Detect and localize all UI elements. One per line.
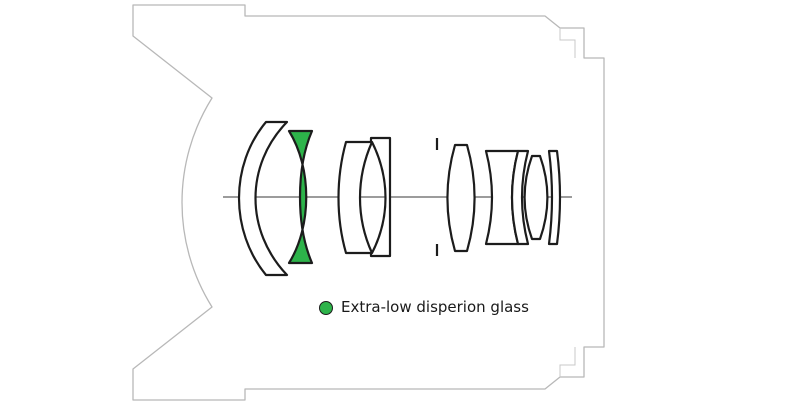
ed-glass-swatch	[319, 300, 333, 315]
legend: Extra-low disperion glass	[319, 300, 529, 315]
legend-label: Extra-low disperion glass	[341, 298, 529, 316]
barrel-inner-step-bottom	[559, 347, 576, 377]
barrel-inner-step-top	[559, 28, 576, 58]
lens-barrel-outline	[132, 4, 605, 401]
lens-element-4-meniscus	[369, 136, 392, 258]
lens-element-9-rear-lens	[547, 149, 562, 246]
lens-element-1-meniscus	[237, 120, 289, 277]
lens-element-5-biconvex	[446, 143, 476, 253]
lens-element-2-ed-glass	[287, 129, 314, 265]
lens-element-7-thin-meniscus	[510, 149, 530, 246]
lens-element-8-biconvex	[523, 154, 549, 241]
